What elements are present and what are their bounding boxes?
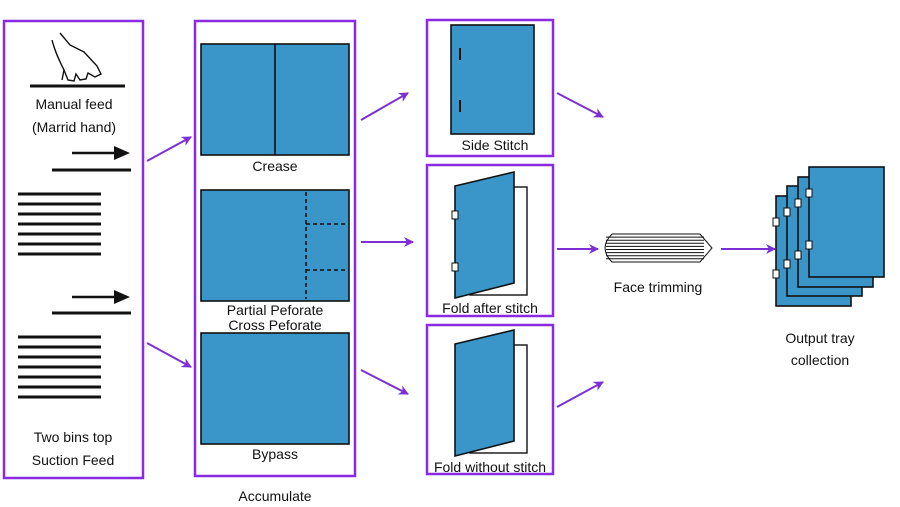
- flow-arrow: [146, 136, 192, 162]
- suction-feed-label: Two bins top: [33, 429, 113, 445]
- manual-feed-note: (Marrid hand): [31, 119, 117, 135]
- accumulate-label: Accumulate: [238, 488, 312, 504]
- output-tray-label: Output tray: [785, 330, 855, 346]
- fold-without-stitch-sheet: [454, 328, 528, 458]
- paper-stack-icon: [18, 335, 101, 399]
- crease-panel: [200, 43, 350, 156]
- flow-arrow: [146, 342, 192, 368]
- bypass-panel: [200, 332, 350, 445]
- perforate-panel: [200, 189, 350, 302]
- fold-after-stitch-sheet: [451, 170, 528, 300]
- staple-mark: [783, 259, 791, 269]
- staple-mark: [772, 217, 780, 227]
- cross-perforate-label: Cross Peforate: [228, 317, 322, 333]
- fold-after-stitch-label: Fold after stitch: [442, 300, 538, 316]
- trimmer-blade-icon: [604, 233, 713, 263]
- staple-mark: [772, 269, 780, 279]
- output-collection-label: collection: [790, 352, 850, 368]
- staple-mark: [451, 262, 459, 272]
- paper-stack-icon: [18, 192, 101, 256]
- side-stitch-label: Side Stitch: [461, 137, 529, 153]
- side-stitch-frame: [425, 18, 555, 158]
- staple-mark: [805, 240, 813, 250]
- crease-label: Crease: [252, 158, 298, 174]
- fold-without-stitch-label: Fold without stitch: [433, 459, 547, 475]
- suction-feed-label: Suction Feed: [31, 452, 115, 468]
- flow-arrow: [360, 92, 409, 121]
- sheet-stack-icon: [772, 166, 885, 307]
- output-sheet: [808, 166, 885, 278]
- side-stitch-sheet: [450, 24, 535, 135]
- staple-mark: [783, 207, 791, 217]
- staple-mark: [794, 198, 802, 208]
- hand-icon: [51, 32, 102, 82]
- accumulate-frame: [193, 19, 357, 478]
- flow-arrow: [360, 369, 409, 395]
- fold-without-stitch-frame: [425, 323, 555, 476]
- face-trimming-label: Face trimming: [613, 279, 703, 295]
- manual-feed-label: Manual feed: [35, 96, 113, 112]
- staple-mark: [805, 188, 813, 198]
- bypass-label: Bypass: [252, 446, 298, 462]
- flow-arrow: [556, 92, 604, 118]
- feed-arrow-icon: [52, 290, 131, 315]
- partial-perforate-label: Partial Peforate: [226, 302, 324, 318]
- input-frame: [2, 19, 145, 480]
- feed-arrow-icon: [52, 146, 131, 172]
- staple-mark: [794, 250, 802, 260]
- fold-after-stitch-frame: [425, 163, 555, 318]
- flow-arrows: [146, 92, 776, 408]
- staple-mark: [451, 210, 459, 220]
- flow-arrow: [556, 381, 604, 408]
- trimmer-outline: [604, 233, 713, 263]
